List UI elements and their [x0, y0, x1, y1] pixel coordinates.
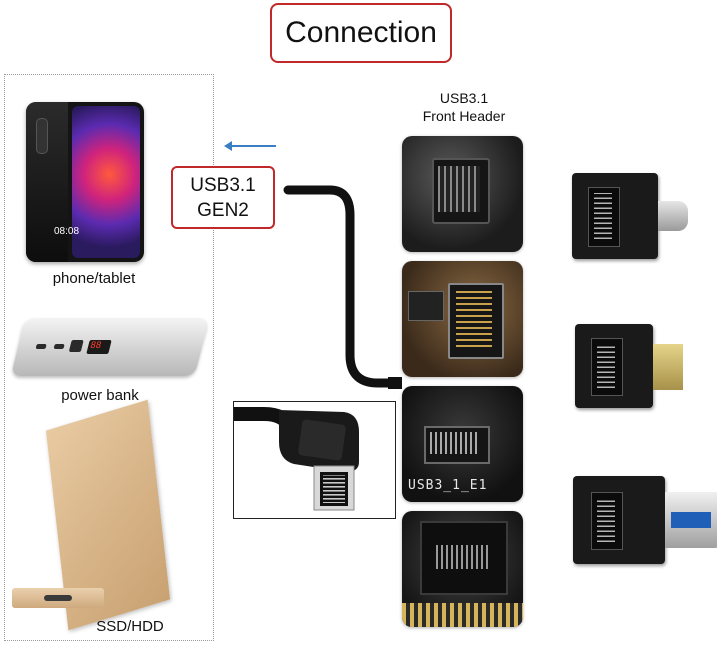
motherboard-photo-2 [402, 261, 523, 377]
board-silkscreen-label: USB3_1_E1 [408, 478, 488, 493]
connector-closeup-drawing [234, 407, 359, 511]
adapter-key-a [575, 324, 695, 412]
adapter-usb-a [573, 476, 719, 566]
phone-back [26, 102, 68, 262]
socket-pins [438, 166, 480, 212]
usb-spec-label: USB3.1 GEN2 [171, 166, 275, 229]
page-title: Connection [270, 3, 452, 63]
plug-pins [323, 475, 345, 503]
socket-pins [430, 432, 480, 454]
usb-spec-line2: GEN2 [197, 199, 249, 221]
phone-tablet-label: phone/tablet [52, 270, 136, 287]
motherboard-photo-1 [402, 136, 523, 252]
arrow-line [230, 145, 276, 147]
socket-pins [436, 545, 488, 569]
power-bank-label: power bank [61, 387, 139, 404]
adapter-pins [597, 498, 615, 542]
phone-tablet-image [26, 102, 144, 262]
ssd-hdd-label: SSD/HDD [96, 618, 164, 635]
cable-end [388, 377, 402, 389]
usb-c-plug-icon [658, 201, 688, 231]
socket-pins [456, 291, 492, 347]
motherboard-photo-3: USB3_1_E1 [402, 386, 523, 502]
usb-a-tongue [671, 512, 711, 528]
camera-icon [36, 118, 48, 154]
adapter-pins [594, 193, 612, 239]
usb-a-plug-icon [665, 492, 717, 548]
board-chip [408, 291, 444, 321]
front-header-label: USB3.1 Front Header [405, 89, 523, 125]
cable-line [283, 185, 397, 388]
plug-logo-area [298, 419, 346, 461]
usb-c-port-icon [44, 595, 72, 601]
arrow-left-icon [224, 141, 232, 151]
ssd-port-end [12, 588, 104, 608]
phone-screen [72, 106, 140, 258]
front-header-line2: Front Header [422, 108, 506, 124]
key-a-plug-icon [653, 344, 683, 390]
connector-closeup [233, 401, 396, 519]
header-pin-row [402, 603, 523, 627]
adapter-usb-c [572, 173, 692, 261]
device-panel [4, 74, 214, 641]
front-header-line1: USB3.1 [439, 90, 489, 106]
adapter-pins [597, 344, 615, 388]
usb-spec-line1: USB3.1 [190, 174, 256, 196]
motherboard-photo-4 [402, 511, 523, 627]
phone-clock: 08:08 [54, 226, 80, 237]
